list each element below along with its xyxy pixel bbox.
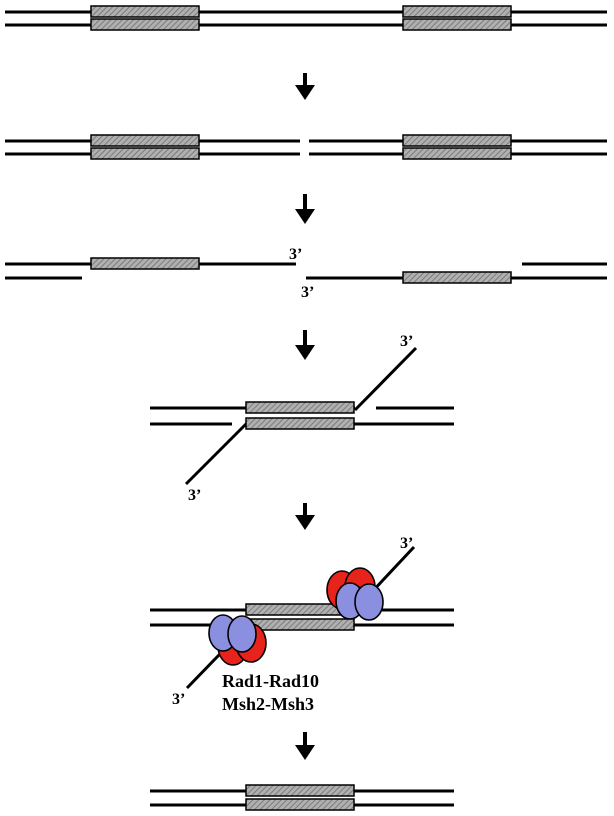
repeat-bottom — [245, 798, 355, 811]
msh2-msh3-subunit — [227, 615, 257, 653]
repeat-left-top — [90, 257, 200, 270]
repeat-right-bottom — [402, 18, 512, 31]
flap-3prime-bottom — [184, 420, 250, 486]
flap-3prime-top — [353, 346, 418, 412]
arrow-5 — [295, 732, 315, 760]
end-label-3prime-top: 3’ — [289, 246, 302, 263]
stage-4-annealing: 3’ 3’ — [150, 333, 454, 504]
annealed-repeat-bottom — [245, 618, 355, 631]
repeat-top — [245, 784, 355, 797]
repeat-left-top — [90, 5, 200, 18]
arrow-4 — [295, 503, 315, 530]
repeat-left-bottom — [90, 18, 200, 31]
end-label-3prime-top: 3’ — [400, 535, 413, 552]
stage-1-intact-duplex — [5, 5, 607, 31]
repeat-right-bottom — [402, 147, 512, 160]
msh2-msh3-subunit — [354, 583, 384, 621]
end-label-3prime-bottom: 3’ — [172, 691, 185, 708]
arrow-1 — [295, 73, 315, 100]
repeat-right-bottom — [402, 271, 512, 284]
repeat-left-bottom — [90, 147, 200, 160]
stage-2-double-strand-break — [5, 134, 607, 160]
stage-6-repaired-product — [150, 784, 454, 811]
repeat-left-top — [90, 134, 200, 147]
arrow-3 — [295, 330, 315, 360]
end-label-3prime-bottom: 3’ — [301, 284, 314, 301]
repeat-right-top — [402, 134, 512, 147]
protein-complex-left — [208, 614, 267, 666]
protein-label-rad1-rad10: Rad1-Rad10 — [222, 671, 319, 691]
protein-complex-right — [326, 567, 384, 621]
end-label-3prime-top: 3’ — [400, 333, 413, 350]
repeat-right-top — [402, 5, 512, 18]
stage-5-flap-cleavage: 3’ 3’ Rad1-Rad10 Msh2-Msh3 — [150, 535, 454, 714]
protein-label-msh2-msh3: Msh2-Msh3 — [222, 694, 314, 714]
annealed-repeat-bottom — [245, 417, 355, 430]
arrow-2 — [295, 194, 315, 224]
end-label-3prime-bottom: 3’ — [188, 487, 201, 504]
annealed-repeat-top — [245, 401, 355, 414]
stage-3-resection: 3’ 3’ — [5, 246, 607, 301]
